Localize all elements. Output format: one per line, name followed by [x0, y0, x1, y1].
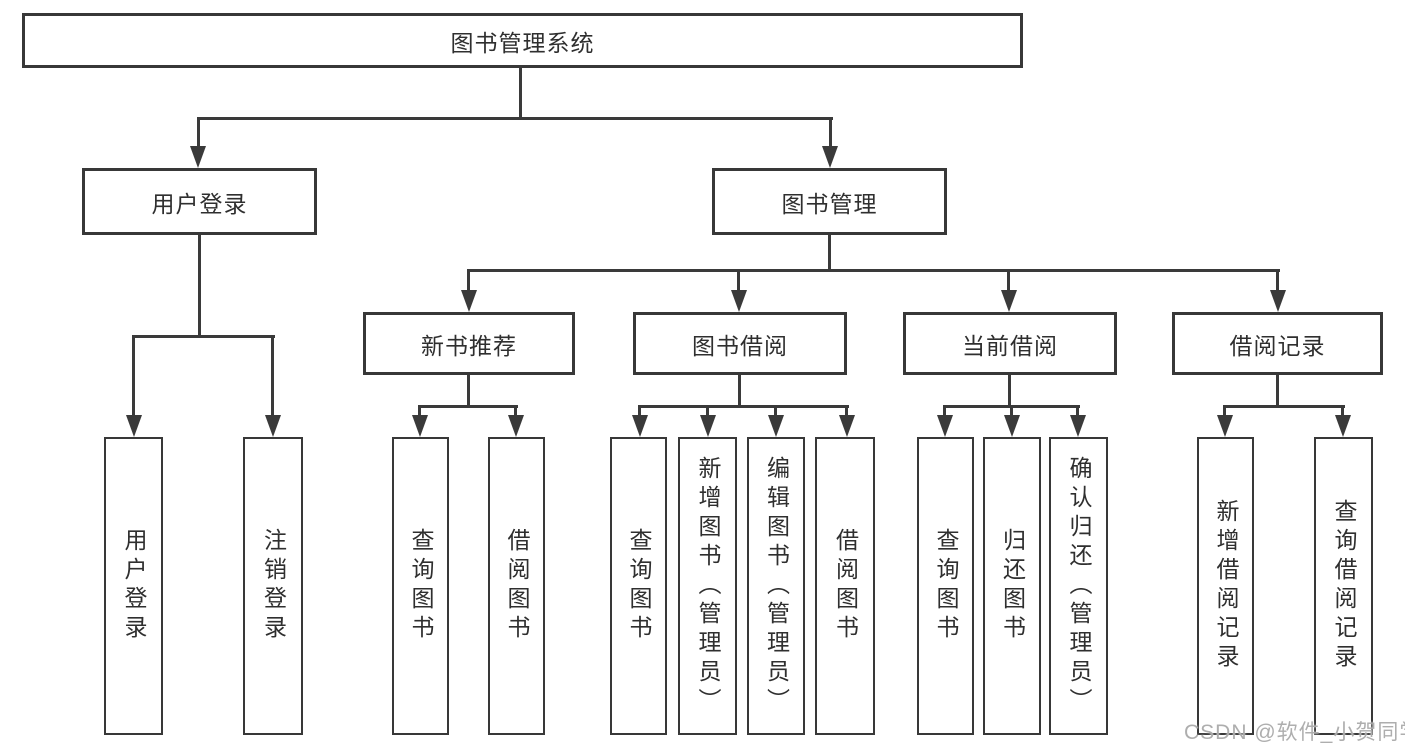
- connector-stem: [198, 235, 201, 337]
- node-bb-add-books-admin: 新增图书（管理员）: [678, 437, 737, 735]
- connector-bar: [418, 405, 518, 408]
- arrowhead-down-icon: [768, 415, 784, 437]
- node-new-book-recommend-label: 新书推荐: [421, 332, 517, 359]
- node-cb-confirm-return-admin-label: 确认归还（管理员）: [1066, 455, 1092, 717]
- connector-bar: [639, 405, 849, 408]
- node-book-borrowing-label: 图书借阅: [692, 332, 788, 359]
- node-br-add-record: 新增借阅记录: [1197, 437, 1254, 735]
- node-book-management-label: 图书管理: [781, 190, 878, 217]
- arrowhead-down-icon: [1070, 415, 1086, 437]
- node-bb-query-books: 查询图书: [610, 437, 667, 735]
- node-bb-edit-books-admin-label: 编辑图书（管理员）: [763, 455, 790, 717]
- arrowhead-down-icon: [265, 415, 281, 437]
- node-logout-label: 注销登录: [260, 528, 287, 644]
- node-logout: 注销登录: [243, 437, 303, 735]
- arrowhead-down-icon: [1001, 290, 1017, 312]
- arrowhead-down-icon: [839, 415, 855, 437]
- arrowhead-down-icon: [190, 146, 206, 168]
- connector-stem: [519, 68, 522, 119]
- connector-stem: [1276, 375, 1279, 408]
- connector-bar: [468, 269, 1280, 272]
- node-root-label: 图书管理系统: [450, 29, 595, 56]
- node-bb-borrow-books-label: 借阅图书: [832, 528, 859, 644]
- connector-drop: [829, 117, 832, 148]
- node-cb-return-books: 归还图书: [983, 437, 1041, 735]
- connector-drop: [514, 405, 517, 417]
- node-book-borrowing: 图书借阅: [633, 312, 847, 375]
- node-cb-return-books-label: 归还图书: [999, 528, 1026, 644]
- node-br-query-record: 查询借阅记录: [1314, 437, 1373, 735]
- connector-stem: [467, 375, 470, 408]
- node-cb-query-books: 查询图书: [917, 437, 974, 735]
- arrowhead-down-icon: [412, 415, 428, 437]
- node-current-borrowing-label: 当前借阅: [962, 332, 1058, 359]
- node-cb-confirm-return-admin: 确认归还（管理员）: [1049, 437, 1108, 735]
- connector-drop: [638, 405, 641, 417]
- connector-drop: [737, 269, 740, 292]
- node-nbr-query-books: 查询图书: [392, 437, 449, 735]
- connector-drop: [1341, 405, 1344, 417]
- connector-drop: [271, 335, 274, 417]
- node-br-query-record-label: 查询借阅记录: [1331, 499, 1357, 673]
- node-current-borrowing: 当前借阅: [903, 312, 1117, 375]
- connector-bar: [197, 117, 833, 120]
- connector-drop: [197, 117, 200, 148]
- connector-drop: [1076, 405, 1079, 417]
- node-user-login: 用户登录: [82, 168, 317, 235]
- arrowhead-down-icon: [508, 415, 524, 437]
- arrowhead-down-icon: [937, 415, 953, 437]
- node-bb-borrow-books: 借阅图书: [815, 437, 875, 735]
- arrowhead-down-icon: [461, 290, 477, 312]
- connector-drop: [1223, 405, 1226, 417]
- connector-stem: [738, 375, 741, 408]
- node-bb-edit-books-admin: 编辑图书（管理员）: [747, 437, 805, 735]
- connector-drop: [1007, 269, 1010, 292]
- arrowhead-down-icon: [1335, 415, 1351, 437]
- connector-drop: [418, 405, 421, 417]
- node-cb-query-books-label: 查询图书: [933, 528, 959, 644]
- connector-drop: [1276, 269, 1279, 292]
- arrowhead-down-icon: [1217, 415, 1233, 437]
- node-bb-query-books-label: 查询图书: [626, 528, 652, 644]
- node-user-login-leaf: 用户登录: [104, 437, 163, 735]
- node-user-login-label: 用户登录: [151, 190, 248, 217]
- connector-drop: [706, 405, 709, 417]
- connector-drop: [132, 335, 135, 417]
- watermark: CSDN @软件_小贺同学: [1184, 721, 1405, 744]
- connector-drop: [943, 405, 946, 417]
- node-br-add-record-label: 新增借阅记录: [1213, 499, 1239, 673]
- node-root: 图书管理系统: [22, 13, 1023, 68]
- connector-drop: [467, 269, 470, 292]
- connector-stem: [1008, 375, 1011, 408]
- node-borrowing-records: 借阅记录: [1172, 312, 1383, 375]
- arrowhead-down-icon: [1270, 290, 1286, 312]
- arrowhead-down-icon: [126, 415, 142, 437]
- connector-bar: [132, 335, 275, 338]
- node-new-book-recommend: 新书推荐: [363, 312, 575, 375]
- connector-drop: [1010, 405, 1013, 417]
- node-nbr-query-books-label: 查询图书: [408, 528, 434, 644]
- arrowhead-down-icon: [632, 415, 648, 437]
- connector-drop: [774, 405, 777, 417]
- node-borrowing-records-label: 借阅记录: [1229, 332, 1326, 359]
- node-book-management: 图书管理: [712, 168, 947, 235]
- connector-drop: [845, 405, 848, 417]
- node-user-login-leaf-label: 用户登录: [121, 528, 147, 644]
- arrowhead-down-icon: [700, 415, 716, 437]
- arrowhead-down-icon: [1004, 415, 1020, 437]
- node-nbr-borrow-books: 借阅图书: [488, 437, 545, 735]
- connector-stem: [828, 235, 831, 272]
- arrowhead-down-icon: [731, 290, 747, 312]
- node-nbr-borrow-books-label: 借阅图书: [504, 528, 530, 644]
- arrowhead-down-icon: [822, 146, 838, 168]
- connector-bar: [1223, 405, 1345, 408]
- node-bb-add-books-admin-label: 新增图书（管理员）: [695, 455, 721, 717]
